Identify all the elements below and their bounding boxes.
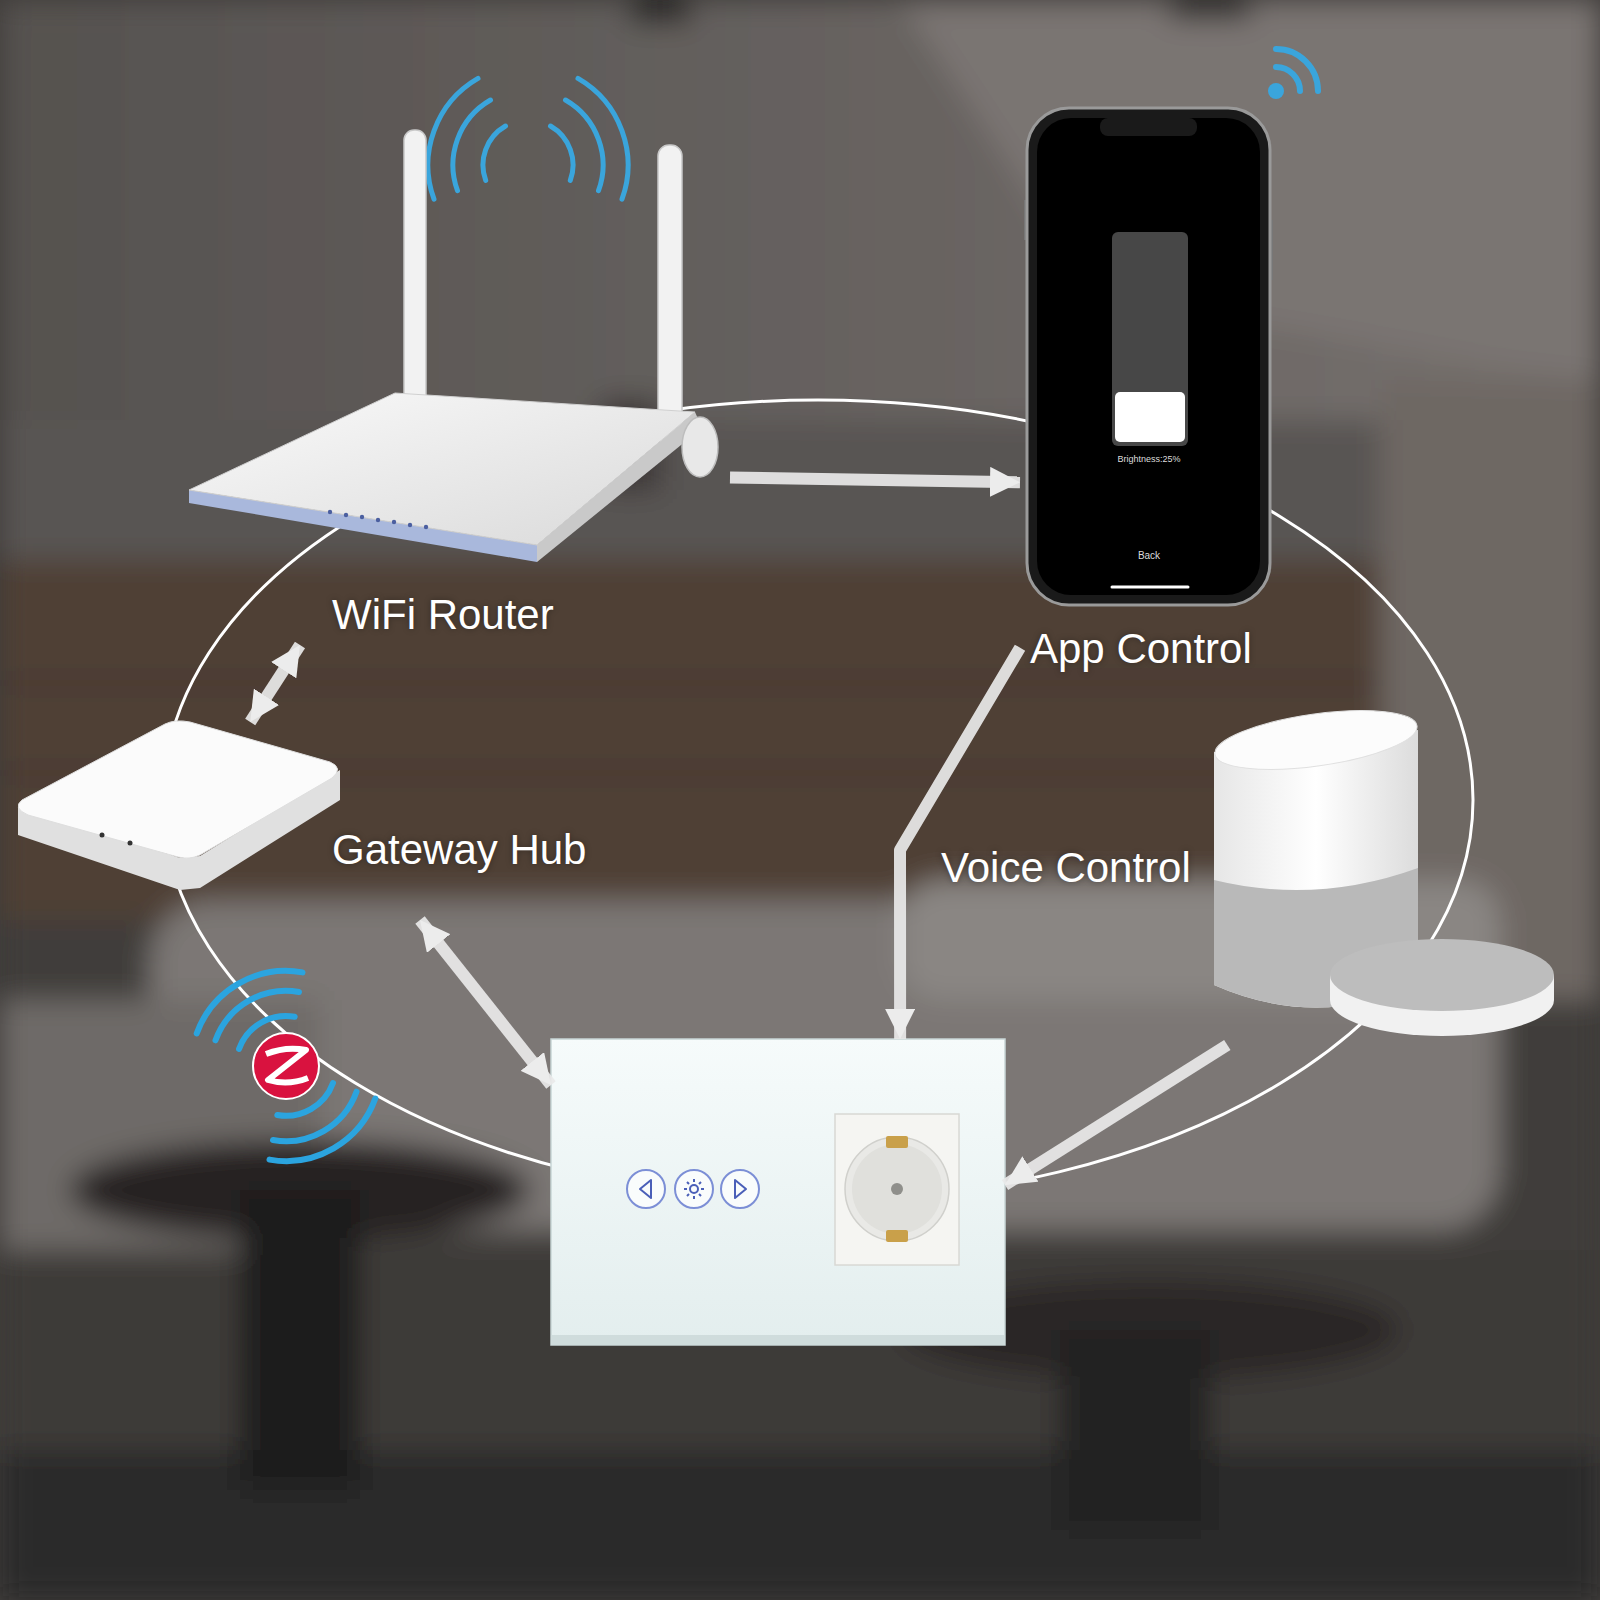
wifi-waves bbox=[428, 78, 478, 199]
switch-panel bbox=[627, 1170, 665, 1208]
switch-panel bbox=[551, 1039, 1005, 1345]
switch-panel bbox=[886, 1230, 908, 1242]
phone-drawing bbox=[1112, 586, 1188, 589]
hub-drawing bbox=[18, 721, 337, 858]
device-label: WiFi Router bbox=[332, 590, 554, 640]
router-drawing bbox=[189, 393, 695, 545]
blurred-room bbox=[1170, 0, 1250, 18]
switch-panel bbox=[735, 1180, 746, 1198]
router-drawing bbox=[376, 518, 380, 522]
switch-node bbox=[551, 1039, 1005, 1345]
zigbee-logo bbox=[270, 1099, 376, 1162]
zigbee-logo bbox=[197, 971, 376, 1161]
hub-drawing bbox=[128, 841, 133, 846]
wifi-waves bbox=[578, 78, 628, 199]
blurred-room bbox=[0, 560, 1400, 920]
switch-panel bbox=[721, 1170, 759, 1208]
phone-drawing bbox=[1115, 392, 1185, 442]
router-drawing bbox=[189, 78, 718, 562]
wifi-waves bbox=[551, 126, 574, 180]
screen-text: Back bbox=[1109, 550, 1189, 562]
router-drawing bbox=[658, 145, 682, 445]
switch-panel bbox=[627, 1170, 759, 1208]
zigbee-logo bbox=[253, 1033, 319, 1099]
phone-drawing bbox=[1027, 108, 1270, 605]
speaker-drawing bbox=[1330, 939, 1554, 1011]
device-label: App Control bbox=[1030, 624, 1252, 674]
router-drawing bbox=[424, 525, 428, 529]
switch-panel bbox=[835, 1114, 959, 1265]
speaker-drawing bbox=[1211, 700, 1420, 780]
blurred-room bbox=[0, 680, 1400, 686]
switch-panel bbox=[886, 1136, 908, 1148]
phone-drawing bbox=[1100, 118, 1197, 136]
flow-arrow bbox=[730, 478, 1020, 483]
switch-panel bbox=[551, 1335, 1005, 1345]
wifi-icon bbox=[1276, 49, 1318, 91]
device-label: Voice Control bbox=[941, 843, 1191, 893]
router-drawing bbox=[344, 513, 348, 517]
switch-panel bbox=[675, 1170, 713, 1208]
switch-panel bbox=[690, 1185, 698, 1193]
blurred-room bbox=[240, 1190, 360, 1490]
flow-arrow bbox=[1005, 1045, 1227, 1185]
switch-panel bbox=[891, 1183, 903, 1195]
phone-drawing bbox=[1112, 232, 1188, 446]
hub-drawing bbox=[18, 721, 340, 890]
hub-drawing bbox=[100, 833, 105, 838]
router-drawing bbox=[682, 417, 718, 477]
router-drawing bbox=[360, 515, 364, 519]
blurred-room bbox=[630, 0, 690, 22]
hub-node: Gateway Hub bbox=[15, 722, 615, 920]
router-node: WiFi Router bbox=[185, 125, 730, 645]
zigbee-logo bbox=[197, 971, 303, 1034]
app-node: App Control bbox=[1020, 100, 1280, 678]
phone-drawing bbox=[1268, 83, 1284, 99]
voice-node: Voice Control bbox=[935, 715, 1565, 1045]
speaker-drawing bbox=[1211, 700, 1554, 1036]
switch-panel bbox=[845, 1137, 949, 1241]
router-drawing bbox=[392, 520, 396, 524]
flow-arrow bbox=[420, 920, 551, 1085]
switch-panel bbox=[852, 1144, 942, 1234]
blurred-room bbox=[0, 0, 1600, 430]
device-label: Gateway Hub bbox=[332, 825, 586, 875]
wifi-waves bbox=[483, 126, 506, 180]
router-drawing bbox=[404, 130, 426, 415]
switch-panel bbox=[684, 1179, 704, 1199]
router-drawing bbox=[408, 523, 412, 527]
wifi-waves bbox=[453, 100, 491, 191]
router-drawing bbox=[328, 510, 428, 529]
screen-text: Brightness:25% bbox=[1089, 454, 1209, 465]
flow-arrow bbox=[250, 645, 300, 722]
wifi-waves bbox=[428, 78, 628, 199]
switch-panel bbox=[640, 1179, 746, 1199]
wifi-icon bbox=[1276, 49, 1318, 91]
phone-drawing bbox=[1037, 118, 1260, 595]
zigbee-logo bbox=[197, 971, 376, 1161]
router-drawing bbox=[328, 510, 332, 514]
switch-panel bbox=[640, 1180, 651, 1198]
blurred-room bbox=[1060, 1330, 1210, 1530]
phone-drawing bbox=[1024, 49, 1318, 605]
switch-panel bbox=[551, 1039, 1005, 1345]
zigbee-logo bbox=[266, 1049, 308, 1083]
wifi-waves bbox=[566, 100, 604, 191]
flow-arrow bbox=[900, 648, 1020, 1039]
